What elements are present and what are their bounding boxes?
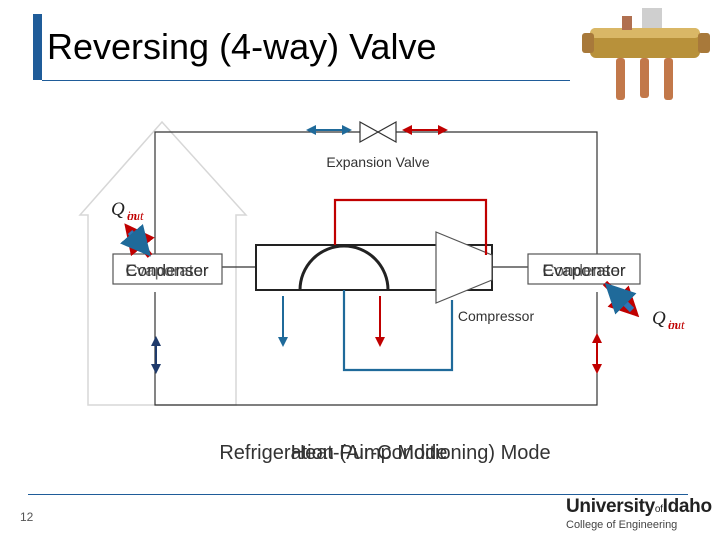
logo-name-part2: Idaho	[662, 496, 712, 517]
left-box-label-a: Condenser	[125, 261, 209, 280]
q-right-arrow-blue	[604, 282, 637, 315]
reversing-valve-photo	[582, 8, 710, 100]
logo-name-part1: University	[566, 496, 655, 517]
mode-caption-refrigeration: Refrigeration (Air-Conditioning) Mode	[219, 442, 550, 464]
right-heat-exchanger	[527, 253, 641, 285]
house-outline	[78, 120, 248, 406]
right-box-label-b: Condenser	[542, 261, 626, 280]
page-number: 12	[20, 510, 34, 524]
q-right-sub-a: in	[668, 317, 678, 332]
q-right-symbol: Q	[652, 308, 666, 329]
left-heat-exchanger	[112, 253, 223, 285]
suction-line	[342, 290, 454, 372]
footer-rule	[28, 494, 688, 495]
q-right-sub-b: out	[668, 317, 685, 332]
compressor-symbol	[435, 231, 493, 304]
hot-line	[333, 198, 488, 255]
right-box-label-a: Evaporator	[542, 261, 625, 280]
logo-name-of: of	[654, 504, 663, 515]
slide-title: Reversing (4-way) Valve	[47, 26, 437, 67]
q-left-symbol: Q	[111, 199, 125, 220]
q-left-sub-a: in	[127, 208, 137, 223]
reversing-valve-slider	[298, 244, 390, 291]
compressor-label: Compressor	[458, 308, 535, 324]
expansion-valve-label: Expansion Valve	[326, 154, 429, 170]
left-box-label-b: Evaporator	[125, 261, 208, 280]
college-subline: College of Engineering	[566, 519, 678, 531]
title-underline	[42, 80, 570, 81]
expansion-valve	[359, 120, 397, 144]
mode-caption-heat-pump: Heat-Pump Mode	[291, 442, 448, 464]
q-left-arrow-blue	[120, 223, 151, 257]
q-left-sub-b: out	[127, 208, 144, 223]
university-logo: UniversityofIdaho	[566, 496, 712, 518]
title-accent-bar	[33, 14, 42, 80]
